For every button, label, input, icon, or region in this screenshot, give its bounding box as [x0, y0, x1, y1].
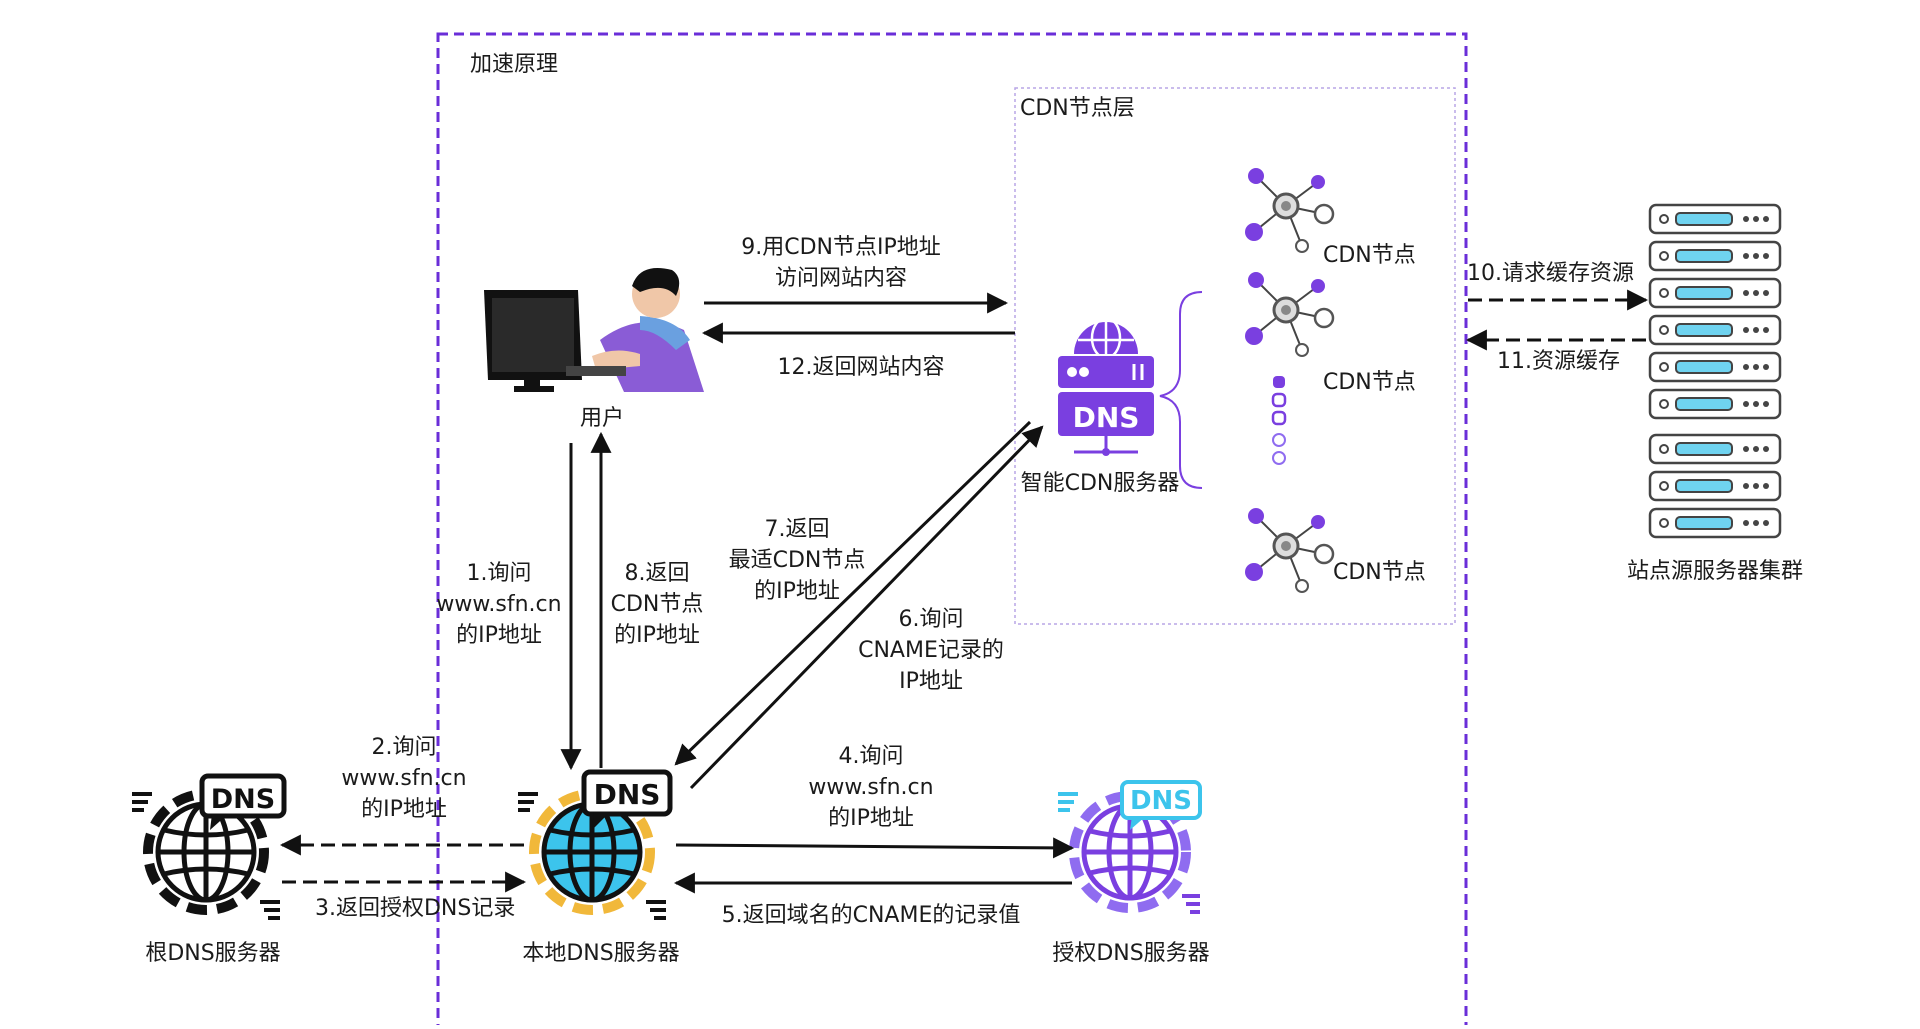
smart-cdn-label: 智能CDN服务器 [1020, 471, 1180, 496]
arrow-step-4 [675, 837, 1075, 859]
outer-box-title: 加速原理 [470, 52, 559, 77]
cdn-node-label-1: CDN节点 [1323, 243, 1416, 268]
local-dns-icon [518, 769, 673, 918]
smart-cdn-server-icon [1058, 316, 1154, 456]
auth-dns-badge: DNS [1130, 786, 1192, 816]
step-11-label: 11.资源缓存 [1497, 349, 1620, 374]
cdn-node-icon [1243, 166, 1335, 254]
cdn-node-icon [1243, 506, 1335, 594]
step-10-label: 10.请求缓存资源 [1467, 261, 1634, 286]
auth-dns-icon [1058, 780, 1202, 914]
root-dns-icon [132, 773, 287, 918]
origin-cluster-label: 站点源服务器集群 [1626, 559, 1804, 584]
cdn-node-ellipsis [1271, 376, 1287, 465]
local-dns-badge: DNS [594, 778, 661, 811]
step-7-label: 7.返回最适CDN节点的IP地址 [728, 517, 866, 604]
local-dns-label: 本地DNS服务器 [522, 941, 680, 966]
cdn-layer-box [1014, 87, 1456, 625]
arrow-step-6 [689, 425, 1044, 790]
root-dns-badge: DNS [211, 784, 275, 815]
step-5-label: 5.返回域名的CNAME的记录值 [721, 903, 1021, 928]
arrow-step-7 [674, 420, 1032, 766]
origin-server-cluster-icon [1648, 203, 1782, 539]
root-dns-label: 根DNS服务器 [145, 941, 281, 966]
outer-box [436, 32, 1468, 1029]
step-12-label: 12.返回网站内容 [777, 355, 945, 380]
cdn-layer-title: CDN节点层 [1020, 96, 1135, 121]
cdn-node-icon [1243, 270, 1335, 358]
user-icon [484, 268, 704, 392]
smart-cdn-dns-text: DNS [1073, 401, 1140, 434]
auth-dns-label: 授权DNS服务器 [1052, 941, 1210, 966]
step-9-label: 9.用CDN节点IP地址访问网站内容 [741, 235, 941, 291]
cdn-node-label-3: CDN节点 [1333, 560, 1426, 585]
cdn-node-label-2: CDN节点 [1323, 370, 1416, 395]
step-3-label: 3.返回授权DNS记录 [315, 896, 516, 921]
user-label: 用户 [579, 406, 625, 431]
cdn-brace [1159, 291, 1203, 489]
